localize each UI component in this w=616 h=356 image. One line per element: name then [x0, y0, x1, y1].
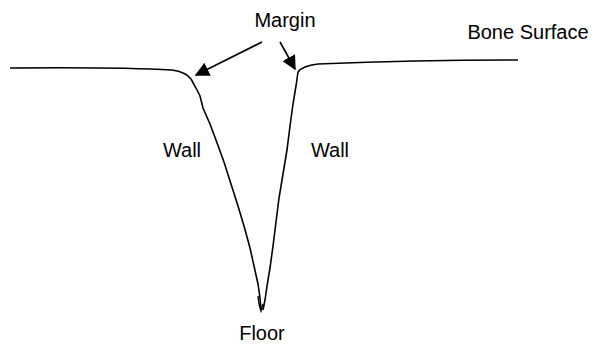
bone-surface-right — [298, 60, 518, 72]
part-label: Bone Surface — [467, 21, 588, 44]
part-label: Margin — [254, 9, 315, 32]
part-label: Floor — [239, 322, 285, 345]
wall-right — [263, 72, 298, 310]
part-label: Wall — [311, 139, 349, 162]
bone-surface-left — [10, 68, 191, 79]
leader-arrow — [196, 42, 262, 75]
floor-tip — [258, 296, 263, 311]
part-label: Wall — [163, 139, 201, 162]
wall-left — [191, 79, 261, 310]
leader-arrow — [280, 42, 295, 69]
